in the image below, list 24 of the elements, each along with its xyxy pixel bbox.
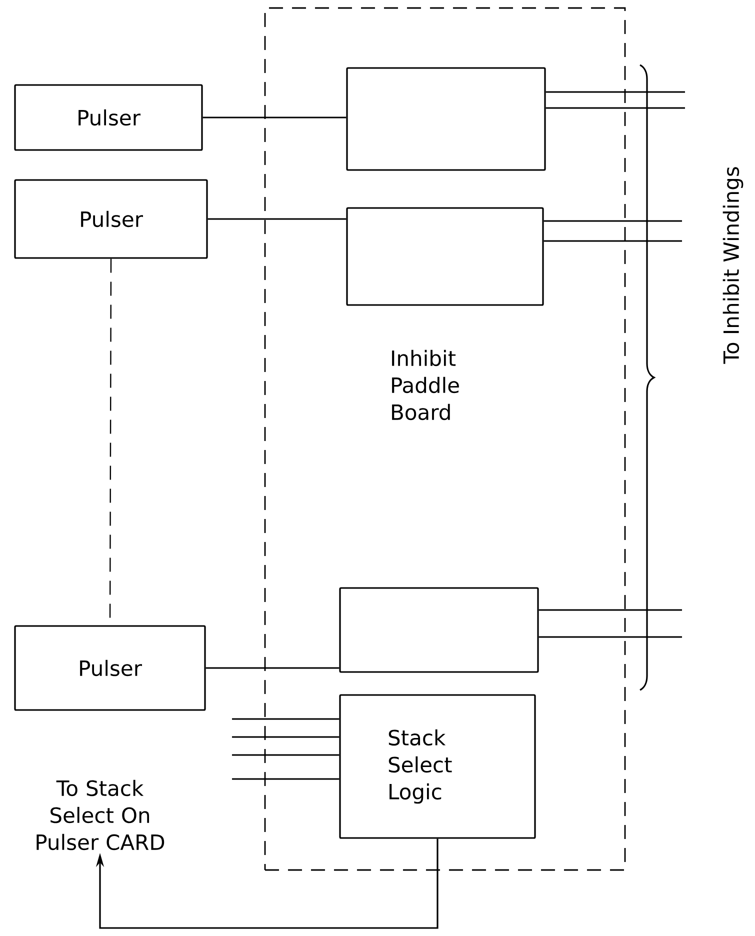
wire: [206, 667, 340, 669]
pulser-box: Pulser: [14, 625, 206, 711]
logic-box: Stack Select Logic: [339, 694, 536, 839]
circuit-box: [346, 67, 546, 171]
wire: [232, 718, 340, 720]
pulser-box: Pulser: [14, 84, 203, 151]
wire: [546, 107, 685, 109]
wire: [538, 636, 682, 638]
wire: [546, 91, 685, 93]
wire: [544, 240, 682, 242]
wire: [232, 754, 340, 756]
pulser-box: Pulser: [14, 179, 208, 259]
wire: [538, 609, 682, 611]
note-text: To Stack Select On Pulser CARD: [36, 780, 164, 850]
circuit-box: [346, 207, 544, 306]
wire: [202, 116, 346, 118]
wire: [232, 736, 340, 738]
wire: [232, 778, 340, 780]
return-arrow: [96, 838, 438, 929]
wire: [544, 220, 682, 222]
side-label: To Inhibit Windings: [722, 167, 744, 364]
wire: [208, 218, 346, 220]
circuit-box: [339, 587, 539, 673]
board-label: Inhibit Paddle Board: [392, 350, 459, 420]
